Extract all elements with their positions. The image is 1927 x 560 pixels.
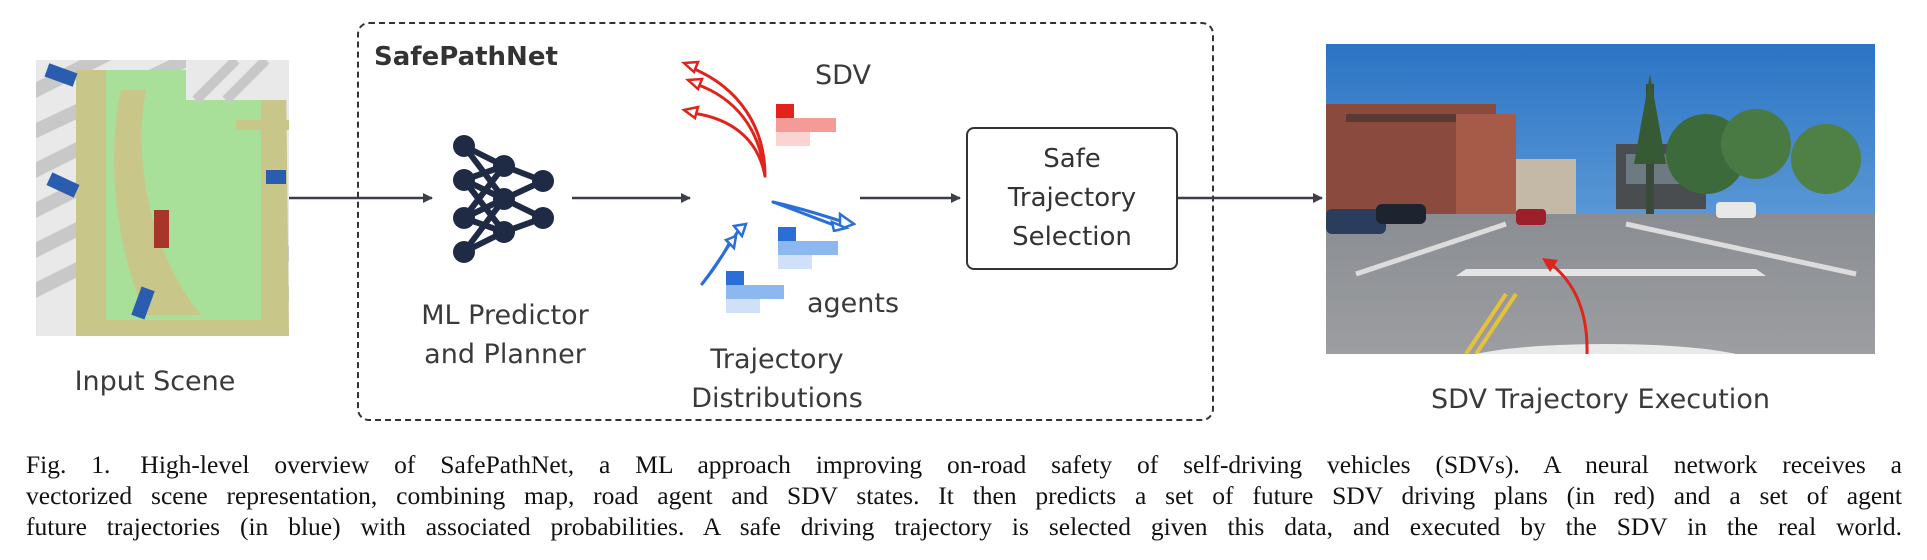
agent-probability-bars-1 bbox=[778, 227, 838, 269]
sdv-execution-label: SDV Trajectory Execution bbox=[1431, 384, 1770, 415]
caption-line-1: Fig. 1. High-level overview of SafePathNe… bbox=[26, 449, 1902, 480]
safe-trajectory-selection-box: Safe Trajectory Selection bbox=[966, 127, 1178, 270]
input-scene-label: Input Scene bbox=[74, 366, 236, 397]
ml-predictor-line1: ML Predictor bbox=[421, 300, 589, 331]
flow-arrows bbox=[289, 193, 1323, 203]
ml-predictor-line2: and Planner bbox=[424, 339, 586, 370]
agent-prob-bar-2a bbox=[726, 271, 744, 285]
safe-trajectory-selection-label: Safe Trajectory Selection bbox=[1007, 144, 1137, 252]
distributions-line2: Distributions bbox=[691, 383, 863, 414]
distributions-line1: Trajectory bbox=[710, 344, 844, 375]
agent-trajectory-right-icon bbox=[771, 200, 856, 232]
trajectory-distributions-label: Trajectory Distributions bbox=[672, 340, 882, 418]
agent-prob-bar-2c bbox=[726, 299, 760, 313]
agent-prob-bar-1c bbox=[778, 255, 812, 269]
agent-probability-bars-2 bbox=[726, 271, 784, 313]
agents-label: agents bbox=[807, 288, 900, 319]
agent-prob-bar-2b bbox=[726, 285, 784, 299]
input-scene-map bbox=[36, 60, 289, 336]
caption-line-2: vectorized scene representation, combini… bbox=[26, 481, 1902, 510]
sdv-label: SDV bbox=[815, 60, 871, 91]
neural-network-icon bbox=[453, 135, 554, 263]
caption-line-1-text: High-level overview of SafePathNet, a ML… bbox=[140, 450, 1902, 479]
figure-caption: Fig. 1. High-level overview of SafePathNe… bbox=[26, 449, 1902, 542]
street-scene-photo bbox=[1326, 44, 1875, 354]
frame-title: SafePathNet bbox=[374, 42, 558, 72]
caption-number: Fig. 1. bbox=[26, 450, 111, 479]
sdv-probability-bars bbox=[776, 104, 836, 146]
safepathnet-frame bbox=[357, 22, 1214, 421]
sdv-trajectories-icon bbox=[680, 60, 767, 178]
agent-trajectory-left-icon bbox=[700, 222, 748, 286]
agent-prob-bar-1a bbox=[778, 227, 796, 241]
sdv-prob-bar-3 bbox=[776, 132, 810, 146]
sdv-prob-bar-2 bbox=[776, 118, 836, 132]
ml-predictor-label: ML Predictor and Planner bbox=[400, 296, 610, 374]
agent-prob-bar-1b bbox=[778, 241, 838, 255]
caption-line-3: future trajectories (in blue) with assoc… bbox=[26, 512, 1902, 541]
sdv-prob-bar-1 bbox=[776, 104, 794, 118]
